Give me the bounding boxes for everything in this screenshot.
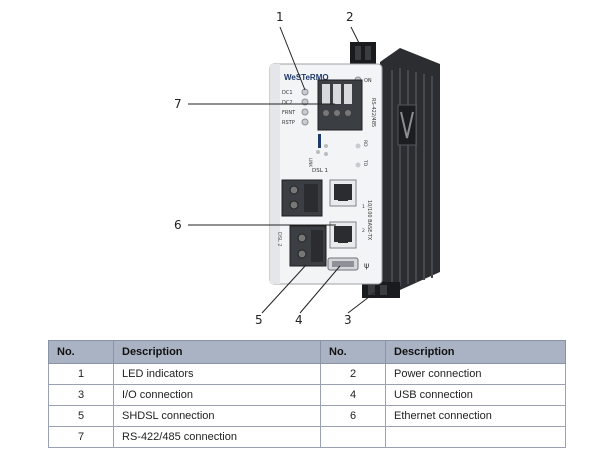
- cell-no: 2: [320, 363, 386, 385]
- cell-no: 3: [48, 384, 114, 406]
- header-no-1: No.: [48, 340, 114, 364]
- cell-description: RS-422/485 connection: [113, 426, 321, 448]
- td-label: TD: [362, 159, 368, 167]
- callout-3: 3: [344, 313, 352, 327]
- callout-4: 4: [295, 313, 303, 327]
- device-side-panel: [380, 48, 440, 290]
- table-row: 7 RS-422/485 connection: [48, 426, 566, 448]
- cell-description: I/O connection: [113, 384, 321, 406]
- eth-port-2-label: 2: [362, 228, 365, 234]
- led-label-dc2: DC2: [282, 100, 293, 106]
- rd-label: RD: [362, 140, 368, 147]
- callout-2: 2: [346, 10, 354, 24]
- dsl-2-label: DSL 2: [276, 232, 282, 247]
- usb-port: ψ: [327, 257, 369, 271]
- led-label-frnt: FRNT: [282, 110, 296, 116]
- leader-lines: [188, 26, 379, 314]
- cell-no: 6: [320, 405, 386, 427]
- legend-header-row: No. Description No. Description: [48, 340, 566, 364]
- cell-description: Ethernet connection: [385, 405, 566, 427]
- device-figure: WeSTeRMO DC1 DC2 FRNT RSTP ON RS-422/485: [174, 10, 440, 327]
- table-row: 1 LED indicators 2 Power connection: [48, 363, 566, 385]
- cell-description: Power connection: [385, 363, 566, 385]
- callout-1: 1: [276, 10, 284, 24]
- led-label-on: ON: [364, 78, 372, 84]
- link-label: LINK: [308, 158, 313, 167]
- shdsl-connector-2: [289, 225, 327, 267]
- legend-table: No. Description No. Description 1 LED in…: [48, 340, 566, 448]
- header-description-2: Description: [385, 340, 566, 364]
- shdsl-connector-1: [281, 179, 323, 217]
- power-connector: [350, 42, 376, 64]
- rs422-485-connector: [317, 79, 363, 131]
- eth-port-1-label: 1: [362, 204, 365, 210]
- ethernet-ports: 1 2 10/100 BASE-TX: [329, 179, 372, 249]
- rs-label: RS-422/485: [370, 98, 376, 127]
- link-indicators: RD TD LINK: [308, 134, 368, 168]
- brand-logo: WeSTeRMO: [284, 73, 329, 82]
- cell-description: USB connection: [385, 384, 566, 406]
- cell-description: LED indicators: [113, 363, 321, 385]
- dsl-label: DSL 1: [312, 168, 328, 174]
- device-illustration: WeSTeRMO DC1 DC2 FRNT RSTP ON RS-422/485: [188, 26, 440, 314]
- cell-no: 4: [320, 384, 386, 406]
- table-row: 5 SHDSL connection 6 Ethernet connection: [48, 405, 566, 427]
- header-no-2: No.: [320, 340, 386, 364]
- cell-no: 1: [48, 363, 114, 385]
- led-label-rstp: RSTP: [282, 120, 295, 126]
- cell-no: [320, 426, 386, 448]
- callout-7: 7: [174, 97, 182, 111]
- callout-6: 6: [174, 218, 182, 232]
- io-connector: [362, 282, 400, 298]
- usb-symbol-icon: ψ: [364, 261, 369, 270]
- header-description-1: Description: [113, 340, 321, 364]
- cell-no: 7: [48, 426, 114, 448]
- cell-description: SHDSL connection: [113, 405, 321, 427]
- led-label-dc1: DC1: [282, 90, 293, 96]
- table-row: 3 I/O connection 4 USB connection: [48, 384, 566, 406]
- eth-label: 10/100 BASE-TX: [366, 200, 372, 241]
- callout-5: 5: [255, 313, 263, 327]
- cell-no: 5: [48, 405, 114, 427]
- cell-description: [385, 426, 566, 448]
